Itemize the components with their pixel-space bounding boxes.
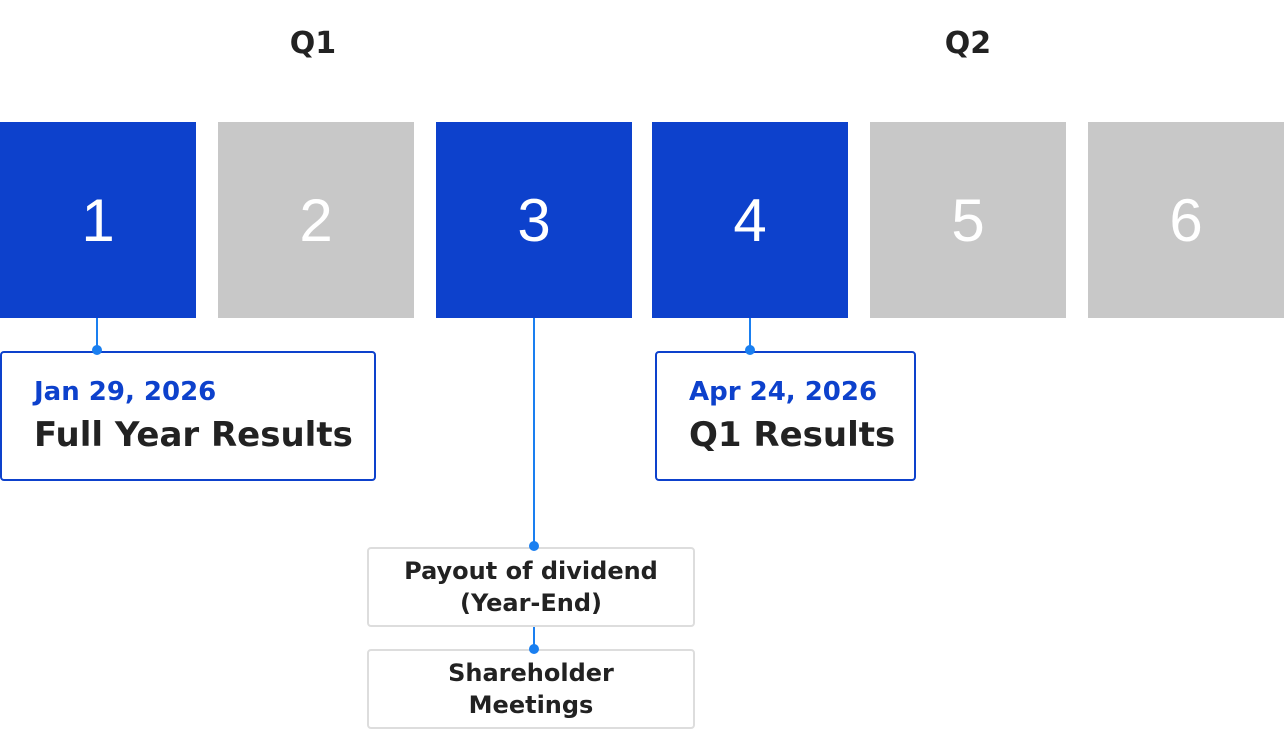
connector-line [533,318,535,546]
connector-line [96,318,98,350]
connector-dot [529,541,539,551]
connector-dot [92,345,102,355]
event-card-q1-results: Apr 24, 2026 Q1 Results [655,351,916,481]
event-date: Apr 24, 2026 [689,377,878,407]
month-2: 2 [218,122,414,318]
note-shareholder-meetings: Shareholder Meetings [367,649,695,729]
quarter-label-q2: Q2 [944,26,992,61]
month-4: 4 [652,122,848,318]
connector-dot [745,345,755,355]
note-line: (Year-End) [459,589,603,617]
month-6: 6 [1088,122,1284,318]
connector-dot [529,644,539,654]
connector-line [533,627,535,649]
event-date: Jan 29, 2026 [34,377,217,407]
note-line: Meetings [468,691,594,719]
event-title: Full Year Results [34,415,353,455]
quarter-label-q1: Q1 [289,26,337,61]
event-card-full-year-results: Jan 29, 2026 Full Year Results [0,351,376,481]
month-1: 1 [0,122,196,318]
month-5: 5 [870,122,1066,318]
note-line: Payout of dividend [404,557,658,585]
note-line: Shareholder [448,659,614,687]
event-title: Q1 Results [689,415,896,455]
connector-line [749,318,751,350]
month-3: 3 [436,122,632,318]
note-dividend-payout: Payout of dividend (Year-End) [367,547,695,627]
